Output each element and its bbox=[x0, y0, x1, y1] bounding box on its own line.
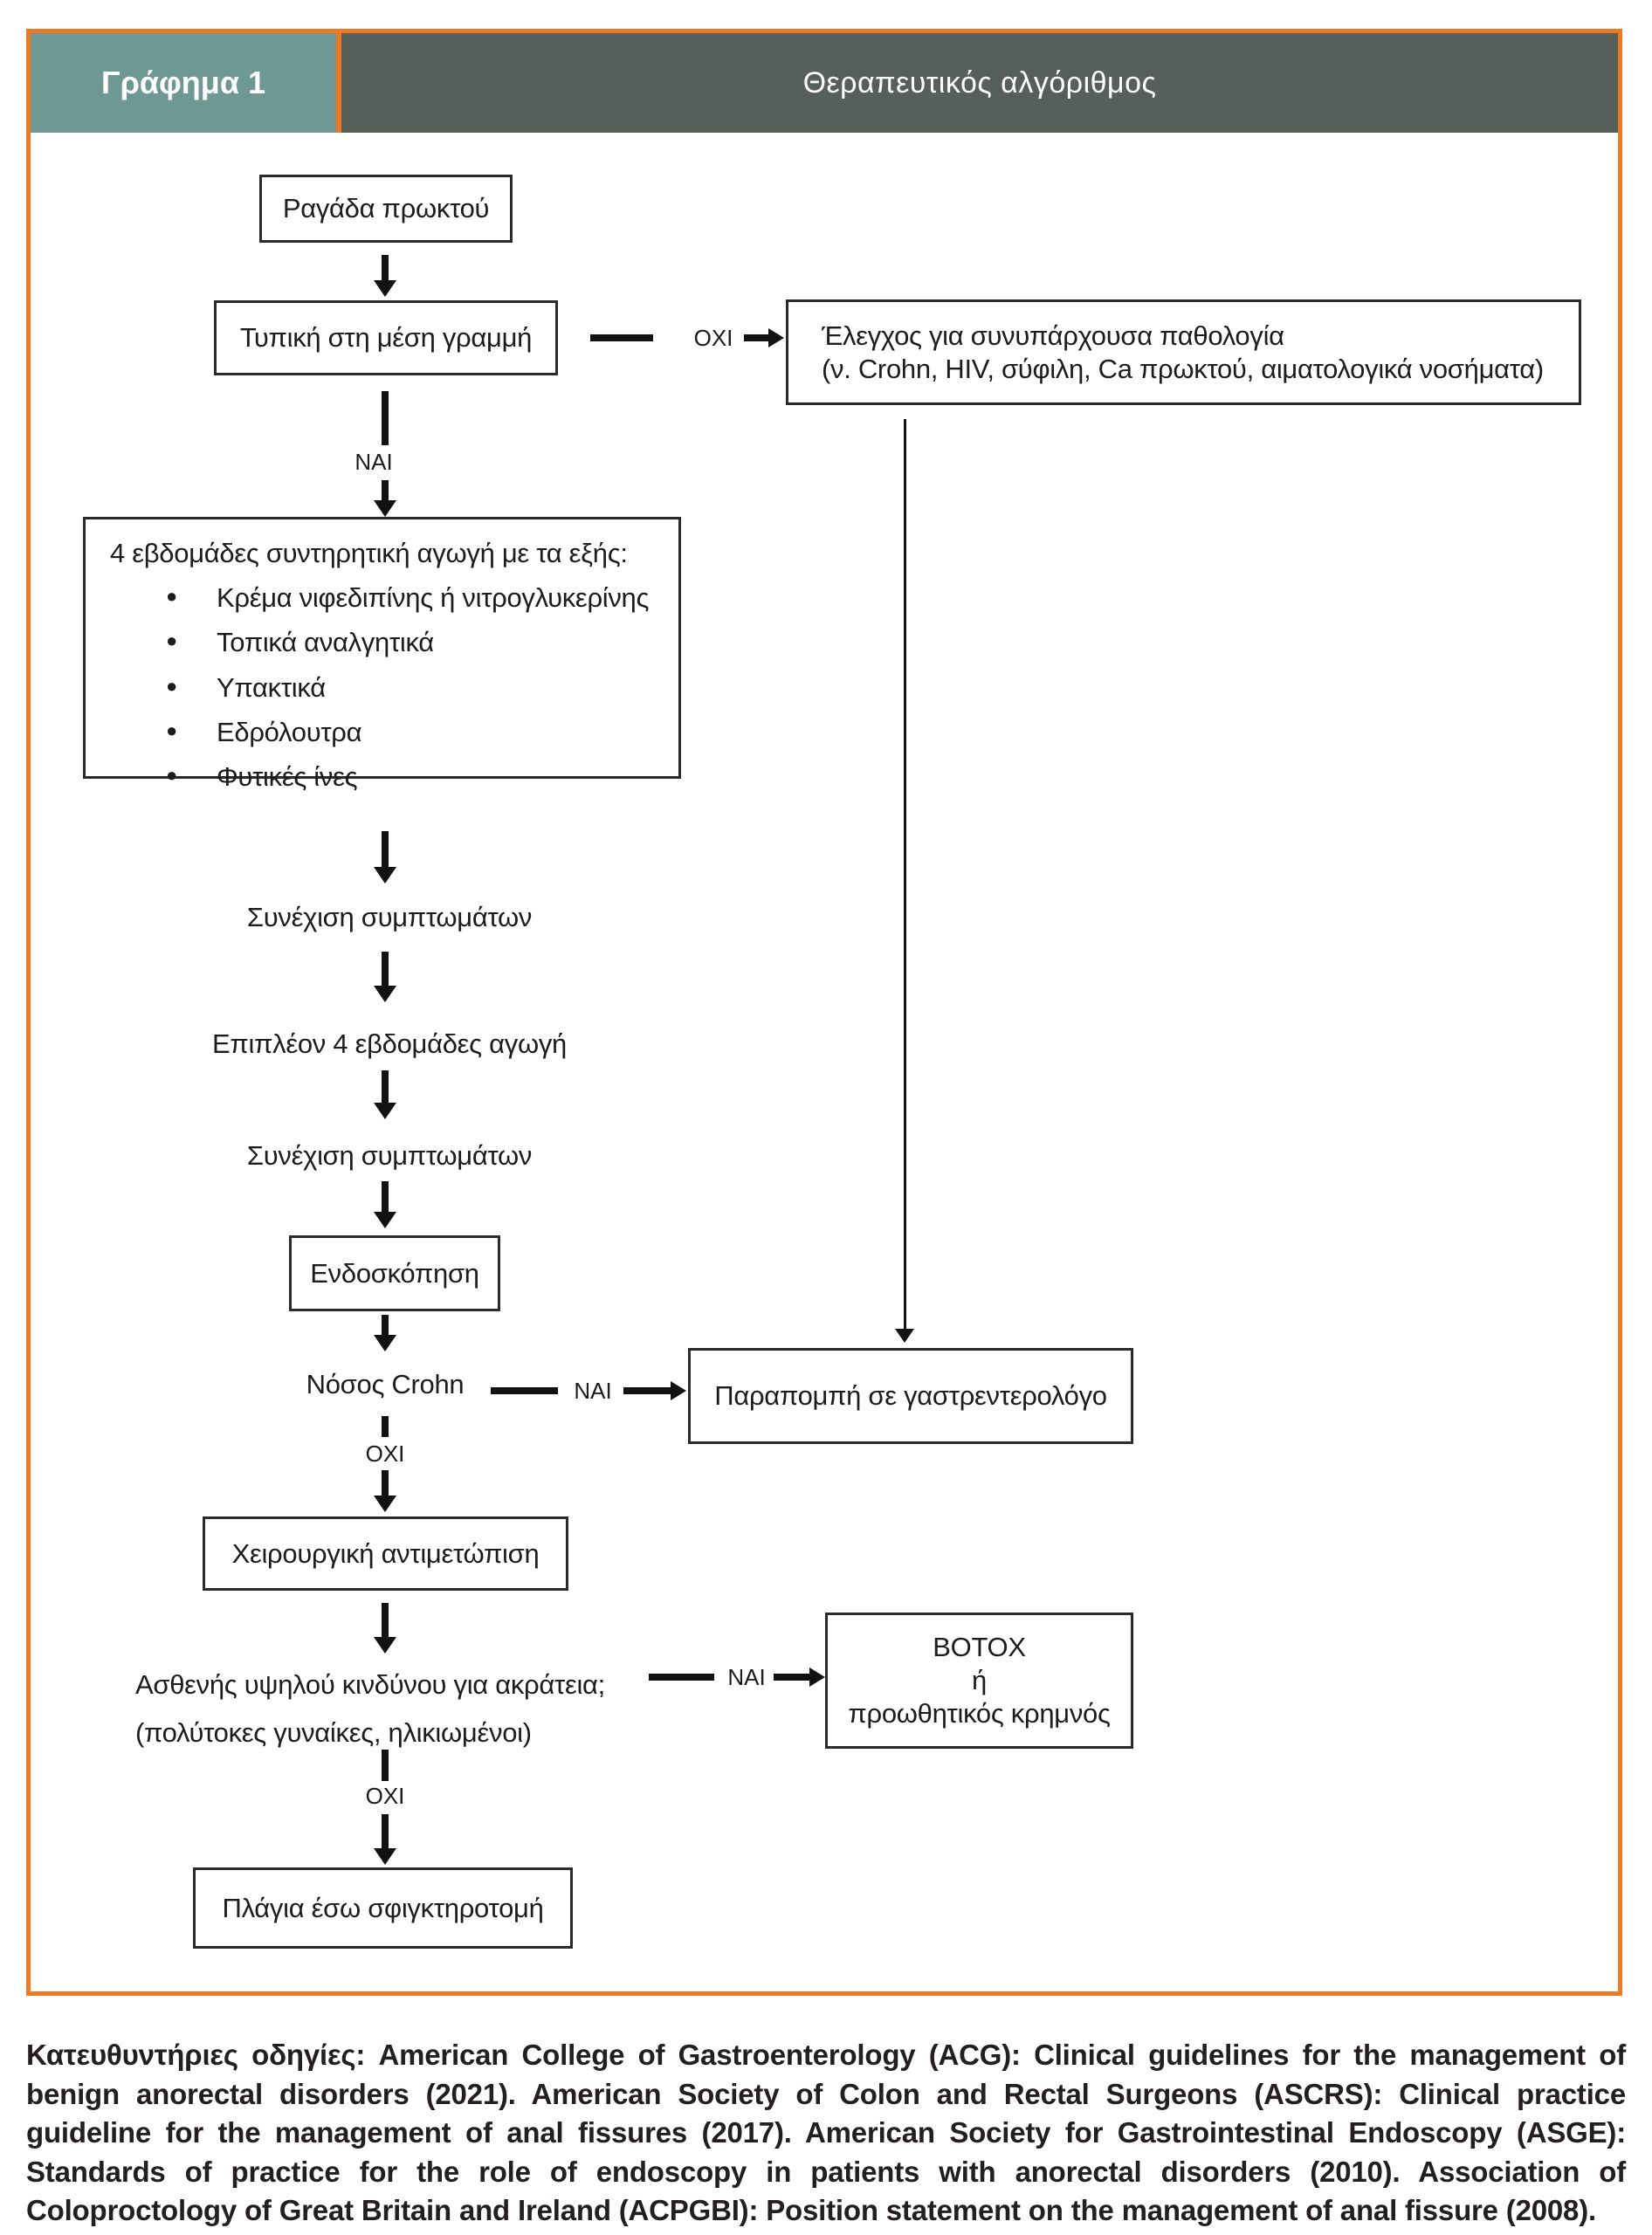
no-label-2: ΟΧΙ bbox=[365, 1441, 405, 1467]
node-conservative-care: 4 εβδομάδες συντηρητική αγωγή με τα εξής… bbox=[83, 517, 681, 792]
yes-label-2: ΝΑΙ bbox=[574, 1378, 612, 1404]
node-comorbidity-check: Έλεγχος για συνυπάρχουσα παθολογία (ν. C… bbox=[786, 299, 1581, 405]
botox-line-2: ή bbox=[972, 1665, 987, 1695]
conservative-care-title: 4 εβδομάδες συντηρητική αγωγή με τα εξής… bbox=[110, 538, 628, 568]
arrow-down-3 bbox=[374, 831, 396, 884]
arrow-down-9 bbox=[374, 1603, 396, 1654]
figure-label-cell: Γράφημα 1 bbox=[31, 33, 336, 133]
arrow-down-7 bbox=[374, 1315, 396, 1351]
yes-label-1: ΝΑΙ bbox=[354, 449, 393, 475]
node-continued-symptoms-1: Συνέχιση συμπτωμάτων bbox=[246, 902, 533, 932]
arrow-right-3 bbox=[774, 1668, 825, 1687]
comorbidity-line-1: Έλεγχος για συνυπάρχουσα παθολογία bbox=[822, 320, 1284, 352]
arrow-right-1 bbox=[744, 328, 784, 347]
node-gastro-referral: Παραπομπή σε γαστρεντερολόγο bbox=[688, 1348, 1133, 1444]
node-crohn-disease: Νόσος Crohn bbox=[306, 1369, 465, 1399]
node-high-risk-patient: Ασθενής υψηλού κινδύνου για ακράτεια; (π… bbox=[135, 1661, 659, 1757]
list-item: Εδρόλουτρα bbox=[166, 716, 678, 748]
node-typical-midline: Τυπική στη μέση γραμμή bbox=[214, 300, 558, 375]
arrow-down-4 bbox=[374, 952, 396, 1002]
yes-label-3: ΝΑΙ bbox=[727, 1664, 766, 1690]
long-connector-arrow bbox=[895, 419, 914, 1343]
node-surgical-management: Χειρουργική αντιμετώπιση bbox=[203, 1516, 568, 1591]
high-risk-line-2: (πολύτοκες γυναίκες, ηλικιωμένοι) bbox=[135, 1717, 532, 1748]
botox-line-1: BOTOX bbox=[933, 1632, 1026, 1662]
arrow-down-1 bbox=[374, 255, 396, 297]
connector-line-no-2 bbox=[382, 1416, 389, 1437]
list-item: Τοπικά αναλγητικά bbox=[166, 626, 678, 658]
figure-header-band: Γράφημα 1 Θεραπευτικός αλγόριθμος bbox=[31, 33, 1618, 133]
list-item: Κρέμα νιφεδιπίνης ή νιτρογλυκερίνης bbox=[166, 581, 678, 614]
arrow-down-5 bbox=[374, 1070, 396, 1119]
arrow-down-8 bbox=[374, 1470, 396, 1512]
arrow-down-6 bbox=[374, 1181, 396, 1228]
connector-line-yes-3 bbox=[649, 1674, 714, 1681]
no-label-1: ΟΧΙ bbox=[693, 325, 733, 351]
figure-title: Θεραπευτικός αλγόριθμος bbox=[802, 65, 1157, 100]
high-risk-line-1: Ασθενής υψηλού κινδύνου για ακράτεια; bbox=[135, 1669, 605, 1700]
figure-label: Γράφημα 1 bbox=[101, 65, 265, 100]
arrow-down-2 bbox=[374, 480, 396, 517]
comorbidity-line-2: (ν. Crohn, HIV, σύφιλη, Ca πρωκτού, αιμα… bbox=[822, 353, 1544, 384]
no-label-3: ΟΧΙ bbox=[365, 1783, 405, 1809]
connector-line-yes-2 bbox=[491, 1387, 558, 1394]
list-item: Υπακτικά bbox=[166, 671, 678, 704]
arrow-right-2 bbox=[623, 1381, 686, 1400]
node-continued-symptoms-2: Συνέχιση συμπτωμάτων bbox=[246, 1140, 533, 1171]
footer-guidelines-text: Κατευθυντήριες οδηγίες: American College… bbox=[26, 2039, 1626, 2226]
node-anal-fissure: Ραγάδα πρωκτού bbox=[259, 175, 513, 243]
node-botox-or-flap: BOTOX ή προωθητικός κρημνός bbox=[825, 1613, 1133, 1749]
node-lateral-sphincterotomy: Πλάγια έσω σφιγκτηροτομή bbox=[193, 1867, 573, 1949]
node-endoscopy: Ενδοσκόπηση bbox=[289, 1235, 500, 1311]
node-extra-4-weeks: Επιπλέον 4 εβδομάδες αγωγή bbox=[212, 1028, 567, 1059]
arrow-down-10 bbox=[374, 1814, 396, 1865]
list-item: Φυτικές ίνες bbox=[166, 760, 678, 793]
connector-line-no-3 bbox=[382, 1750, 389, 1781]
connector-line-no-1 bbox=[590, 334, 653, 341]
connector-line-yes-1 bbox=[382, 391, 389, 445]
figure-title-cell: Θεραπευτικός αλγόριθμος bbox=[341, 33, 1618, 133]
botox-line-3: προωθητικός κρημνός bbox=[848, 1698, 1111, 1729]
